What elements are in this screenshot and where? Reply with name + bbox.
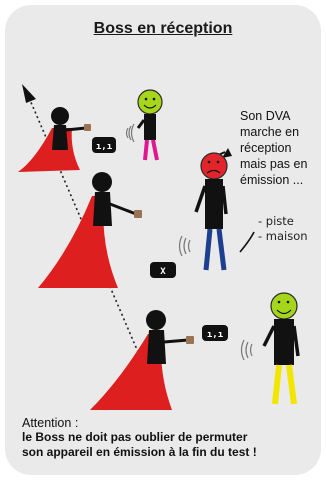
arrowhead-icon	[22, 84, 36, 103]
list-item: - maison	[258, 229, 308, 243]
device-middle: X	[150, 262, 176, 278]
boss-figure-top	[18, 107, 91, 172]
warning-text: le Boss ne doit pas oublier de permuter …	[22, 430, 322, 460]
boss-figure-middle	[38, 172, 142, 288]
note-line: réception	[240, 141, 292, 155]
warning-line: son appareil en émission à la fin du tes…	[22, 445, 257, 459]
hand-icon	[84, 124, 91, 131]
warning-line: le Boss ne doit pas oublier de permuter	[22, 430, 248, 444]
person-happy-top	[136, 89, 163, 161]
note-line: Son DVA	[240, 109, 291, 123]
note-line: mais pas en	[240, 157, 308, 171]
device-bottom: ı,ı	[202, 325, 228, 341]
signal-waves-middle-icon	[178, 235, 191, 257]
list-item: - piste	[258, 214, 294, 228]
svg-text:ı,ı: ı,ı	[207, 330, 224, 340]
arrow-to-list	[239, 231, 255, 253]
hand-icon	[186, 336, 194, 344]
note-line: émission ...	[240, 173, 304, 187]
boss-figure-bottom	[90, 310, 194, 410]
svg-text:ı,ı: ı,ı	[96, 142, 113, 152]
device-top: ı,ı	[92, 137, 116, 153]
search-path	[22, 84, 151, 381]
attention-label: Attention :	[22, 416, 79, 430]
svg-text:X: X	[160, 267, 166, 277]
signal-waves-bottom-icon	[240, 339, 253, 361]
signal-waves-top-icon	[125, 123, 135, 143]
note-line: marche en	[240, 125, 300, 139]
dva-note: Son DVA marche en réception mais pas en …	[240, 108, 322, 188]
hand-icon	[134, 210, 142, 218]
page-title: Boss en réception	[93, 20, 233, 37]
handwritten-list: - piste - maison	[258, 214, 308, 244]
person-happy-bottom	[262, 292, 300, 405]
person-sad-middle	[194, 152, 228, 271]
